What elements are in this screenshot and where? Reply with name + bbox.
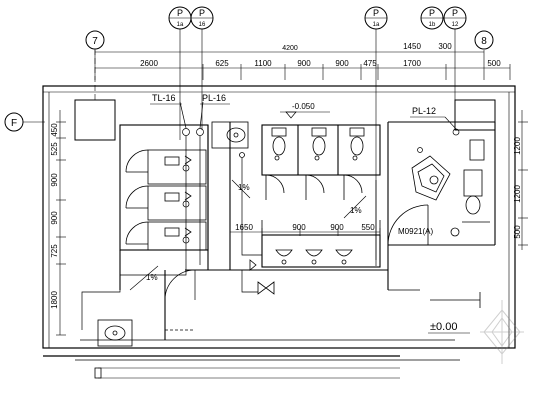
left-stalls — [125, 149, 207, 251]
column-right — [454, 99, 496, 131]
pipe-marker-2-sub: 16 — [199, 22, 206, 28]
dim-left-2: 525 — [50, 142, 59, 156]
urinals-icon — [261, 220, 381, 265]
dim-top-extra-1: 1450 — [403, 42, 421, 51]
corridor — [75, 339, 460, 379]
dim-top-5: 900 — [335, 59, 349, 68]
slope-label-1: 1% — [238, 183, 250, 192]
dim-top-8: 500 — [487, 59, 501, 68]
dim-right-1: 1200 — [513, 137, 522, 155]
top-stalls-toilets-icon — [265, 127, 365, 200]
door-swing-bottom — [164, 269, 196, 331]
pipe-marker-4: P 1b — [420, 6, 444, 30]
level-marker: -0.050 — [280, 102, 330, 119]
dim-left-6: 1800 — [50, 291, 59, 309]
pipe-marker-5-letter: P — [452, 8, 458, 18]
grid-axis-8: 8 — [474, 30, 494, 50]
grid-axis-7-label: 7 — [92, 36, 98, 47]
dim-top-2: 625 — [215, 59, 229, 68]
dim-left-4: 900 — [50, 211, 59, 225]
dim-right-2: 1200 — [513, 185, 522, 203]
right-dimension-chain — [518, 110, 528, 250]
mop-sink-icon — [97, 319, 133, 347]
valve-icon — [249, 259, 275, 295]
label-pl12: PL-12 — [412, 106, 436, 116]
dim-inner-3: 900 — [330, 223, 344, 232]
pipe-marker-3-sub: 1a — [373, 22, 380, 28]
right-edge-wall — [388, 289, 481, 308]
elevation-label: ±0.00 — [430, 321, 457, 333]
dim-left-3: 900 — [50, 173, 59, 187]
accessible-toilet-icon — [387, 139, 490, 246]
dim-inner-4: 550 — [361, 223, 375, 232]
pipe-marker-4-sub: 1b — [429, 22, 436, 28]
vertical-pipe-pl12-icon — [417, 128, 460, 153]
pipe-marker-4-letter: P — [429, 8, 435, 18]
dim-inner-2: 900 — [292, 223, 306, 232]
dim-inner-1: 1650 — [235, 223, 253, 232]
grid-axis-f-label: F — [11, 118, 17, 129]
dim-top-3: 1100 — [254, 59, 272, 68]
label-level: -0.050 — [292, 102, 315, 111]
interior-walls — [119, 121, 496, 340]
pipe-marker-3-letter: P — [373, 8, 379, 18]
pipe-marker-2-letter: P — [199, 8, 205, 18]
label-pl16: PL-16 — [202, 93, 226, 103]
dim-right-3: 500 — [513, 225, 522, 239]
pipe-marker-1: P 1a — [168, 6, 192, 140]
grid-axis-f: F — [4, 112, 45, 132]
column-left — [74, 99, 116, 141]
dim-top-7: 1700 — [403, 59, 421, 68]
elevation-marker: ±0.00 — [428, 321, 470, 334]
dim-top-extra-2: 300 — [438, 42, 452, 51]
pipe-marker-1-letter: P — [177, 8, 183, 18]
inner-dimension-chain — [229, 228, 381, 236]
dim-top-6: 475 — [363, 59, 377, 68]
dim-left-1: 450 — [50, 123, 59, 137]
dim-top-4: 900 — [297, 59, 311, 68]
top-dimension-chain — [94, 50, 511, 80]
pipe-marker-5-sub: 12 — [452, 22, 459, 28]
dim-total-top: 4200 — [282, 45, 298, 52]
slope-label-3: 1% — [146, 273, 158, 282]
drain-pipes — [81, 136, 377, 330]
outer-walls — [42, 85, 516, 357]
door-label: M0921(A) — [398, 227, 433, 236]
left-dimension-chain — [56, 110, 66, 336]
dim-top-1: 2600 — [140, 59, 158, 68]
grid-axis-7: 7 — [85, 30, 105, 100]
label-tl16: TL-16 — [152, 93, 176, 103]
vertical-pipe-tl16-icon — [179, 101, 204, 136]
grid-axis-8-label: 8 — [481, 36, 487, 47]
slope-label-2: 1% — [350, 206, 362, 215]
wash-basin-icon — [211, 121, 249, 158]
dim-left-5: 725 — [50, 244, 59, 258]
watermark-logo — [480, 300, 524, 364]
pipe-marker-1-sub: 1a — [177, 22, 184, 28]
pipe-marker-5: P 12 — [443, 6, 467, 110]
